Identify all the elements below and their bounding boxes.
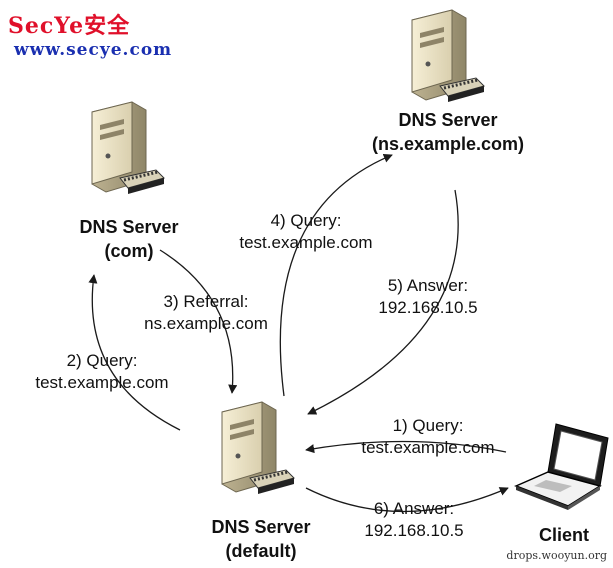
step-2-label: 2) Query: test.example.com: [14, 350, 190, 394]
step-5-label: 5) Answer: 192.168.10.5: [358, 275, 498, 319]
step-3-title: 3) Referral:: [163, 292, 249, 311]
watermark-brand: SecYe安全: [8, 13, 131, 39]
node-default-sub: (default): [225, 541, 297, 561]
laptop-icon: [514, 423, 609, 510]
step-1-title: 1) Query:: [392, 416, 464, 435]
server-icon-default: [221, 401, 295, 494]
step-6-title: 6) Answer:: [373, 499, 455, 518]
server-icon-com: [91, 101, 165, 194]
step-6-label: 6) Answer: 192.168.10.5: [344, 498, 484, 542]
step-5-detail: 192.168.10.5: [378, 298, 478, 317]
node-com-name: DNS Server: [79, 217, 179, 237]
arrow-query-default-to-ns: [279, 153, 393, 397]
node-label-client: Client: [538, 525, 589, 545]
step-4-detail: test.example.com: [239, 233, 373, 252]
node-ns-sub: (ns.example.com): [371, 134, 525, 154]
arrow-query-client-to-default: [305, 440, 507, 454]
arrow-referral-com-to-default: [159, 249, 238, 394]
step-2-detail: test.example.com: [35, 373, 169, 392]
watermark-url: www.secye.com: [14, 40, 173, 60]
step-5-title: 5) Answer:: [387, 276, 469, 295]
arrow-answer-ns-to-default: [307, 189, 459, 415]
step-6-detail: 192.168.10.5: [364, 521, 464, 540]
node-default-name: DNS Server: [211, 517, 311, 537]
step-4-label: 4) Query: test.example.com: [218, 210, 394, 254]
node-label-com: DNS Server (com): [64, 215, 194, 263]
source-credit: drops.wooyun.org: [506, 549, 607, 562]
node-ns-name: DNS Server: [398, 110, 498, 130]
step-1-label: 1) Query: test.example.com: [340, 415, 516, 459]
step-4-title: 4) Query:: [270, 211, 342, 230]
server-icon-ns: [411, 9, 485, 102]
arrow-query-default-to-com: [88, 274, 181, 431]
node-label-default: DNS Server (default): [196, 515, 326, 563]
step-2-title: 2) Query:: [66, 351, 138, 370]
step-3-detail: ns.example.com: [144, 314, 268, 333]
step-3-label: 3) Referral: ns.example.com: [126, 291, 286, 335]
node-label-ns: DNS Server (ns.example.com): [358, 108, 538, 156]
node-com-sub: (com): [104, 241, 154, 261]
step-1-detail: test.example.com: [361, 438, 495, 457]
arrow-answer-default-to-client: [305, 487, 509, 513]
